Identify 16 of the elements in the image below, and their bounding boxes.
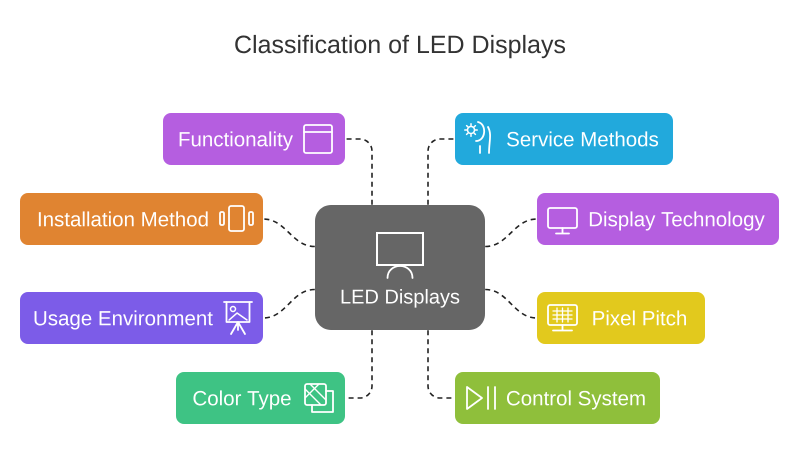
connector bbox=[485, 218, 537, 248]
central-box: LED Displays bbox=[315, 205, 485, 330]
topic-box: Installation Method bbox=[20, 193, 263, 245]
topic-box: Control System bbox=[455, 372, 660, 424]
connector bbox=[345, 138, 373, 205]
connector bbox=[485, 288, 537, 319]
topic-box: Display Technology bbox=[537, 193, 779, 245]
connector bbox=[263, 218, 315, 248]
topic-box: Usage Environment bbox=[20, 292, 263, 344]
title: Classification of LED Displays bbox=[235, 34, 566, 58]
topic-box: Service Methods bbox=[455, 113, 673, 165]
topic-box: Color Type bbox=[176, 372, 345, 424]
topic-box: Functionality bbox=[163, 113, 345, 165]
connector bbox=[263, 288, 315, 319]
connector bbox=[427, 138, 455, 205]
topic-box: Pixel Pitch bbox=[537, 292, 705, 344]
